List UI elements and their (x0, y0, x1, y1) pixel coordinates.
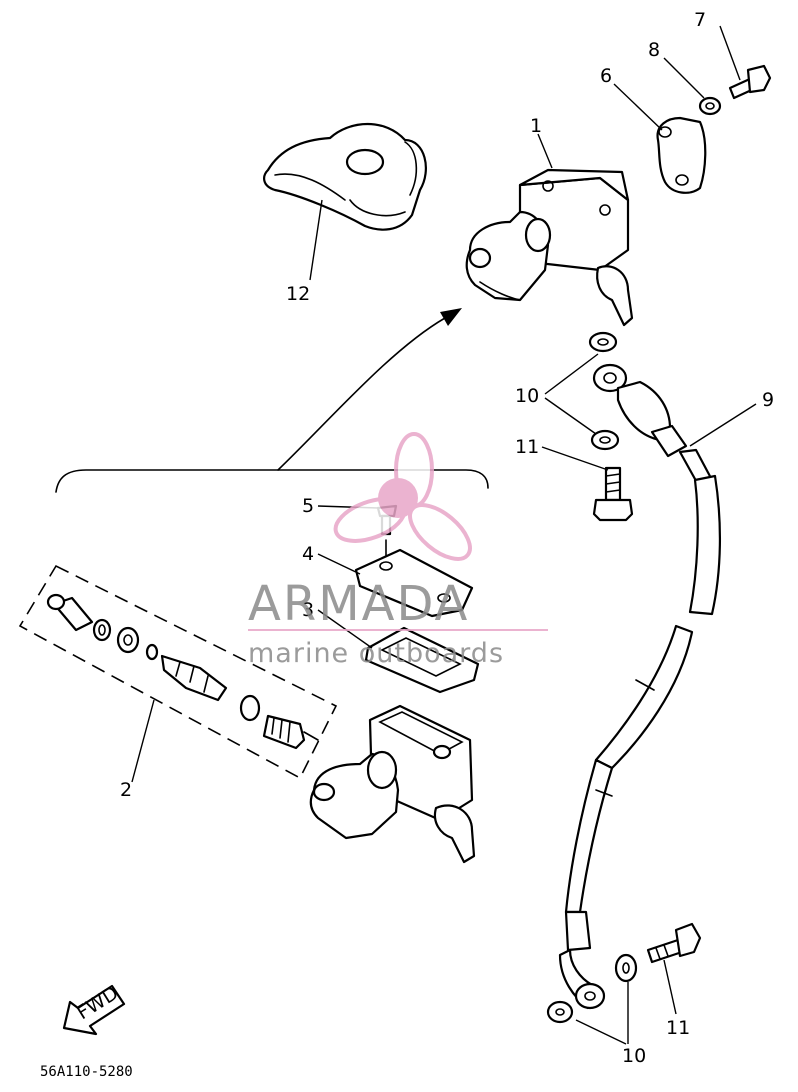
part-2-piston-kit (18, 564, 338, 780)
leader-lines (131, 25, 757, 1045)
callout-10-lower: 10 (622, 1045, 646, 1067)
part-10-washer-lower-left (546, 1000, 574, 1024)
part-9-brake-hose (558, 448, 721, 1010)
part-3-diaphragm (364, 626, 480, 694)
part-11-union-bolt-lower (646, 922, 702, 964)
part-1-master-cylinder (465, 168, 634, 327)
part-7-bolt (728, 64, 772, 100)
assembly-bracket (55, 308, 489, 493)
callout-7: 7 (694, 9, 706, 31)
fwd-arrow: FWD (62, 982, 126, 1036)
watermark-brand: ARMADA (248, 576, 469, 632)
part-10-washer-lower-right (614, 953, 638, 983)
part-4-reservoir-cap (354, 548, 474, 618)
callout-6: 6 (600, 65, 612, 87)
watermark-tagline: marine outboards (248, 638, 504, 669)
callout-10-upper: 10 (515, 385, 539, 407)
callout-11-upper: 11 (515, 436, 539, 458)
part-10-washer-mid (590, 429, 620, 451)
callout-4: 4 (302, 543, 314, 565)
callout-9: 9 (762, 389, 774, 411)
callout-1: 1 (530, 115, 542, 137)
callout-12: 12 (286, 283, 310, 305)
watermark: ARMADA marine outboards (248, 432, 548, 669)
master-cylinder-body-lower (309, 704, 476, 864)
part-6-holder (656, 116, 707, 194)
watermark-propeller-logo (333, 432, 472, 561)
callouts: 1 2 3 4 5 6 7 8 9 10 10 11 11 12 (120, 9, 774, 1067)
callout-11-lower: 11 (666, 1017, 690, 1039)
part-8-washer (698, 96, 722, 116)
part-12-cover (263, 122, 427, 231)
callout-5: 5 (302, 495, 314, 517)
part-10-washer-upper (588, 331, 618, 353)
callout-3: 3 (302, 599, 314, 621)
diagram-code: 56A110-5280 (40, 1064, 133, 1080)
callout-2: 2 (120, 779, 132, 801)
part-11-union-bolt-upper (592, 466, 634, 522)
hose-banjo-upper (592, 363, 688, 458)
callout-8: 8 (648, 39, 660, 61)
